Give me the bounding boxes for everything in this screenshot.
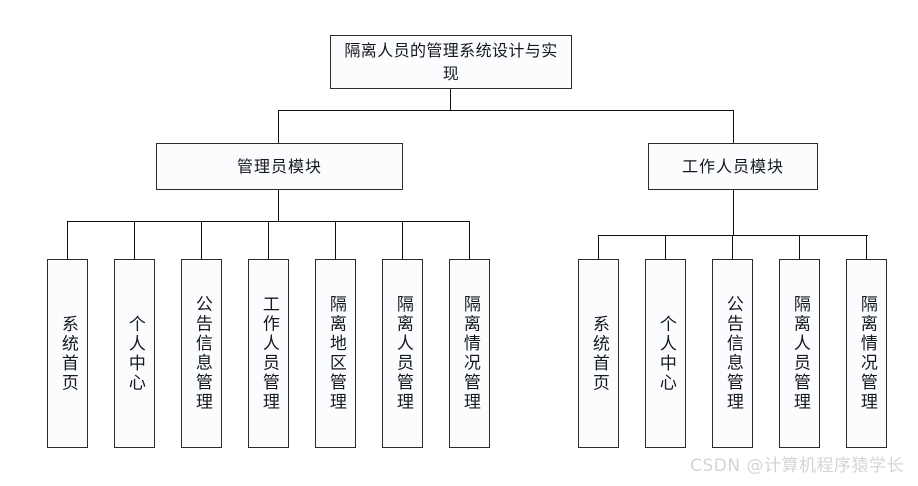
module-node-admin: 管理员模块 <box>156 143 403 190</box>
leaf-node-admin-person-mgmt: 隔离人员管理 <box>382 259 423 448</box>
leaf-node-staff-home: 系统首页 <box>578 259 619 448</box>
connector-to-staff-module <box>733 110 734 144</box>
watermark-text: CSDN @计算机程序猿学长 <box>690 456 904 476</box>
leaf-node-admin-status-mgmt: 隔离情况管理 <box>449 259 490 448</box>
module-node-staff-label: 工作人员模块 <box>681 156 784 176</box>
connector-level1-bus <box>278 110 734 111</box>
connector-staff-stem <box>733 190 734 236</box>
leaf-node-staff-status-mgmt-label: 隔离情况管理 <box>856 295 877 412</box>
root-node-label: 隔离人员的管理系统设计与实现 <box>344 40 558 83</box>
connector-staff-drop-5 <box>866 235 867 259</box>
module-node-staff: 工作人员模块 <box>648 143 818 190</box>
leaf-node-admin-staff-mgmt: 工作人员管理 <box>248 259 289 448</box>
leaf-node-staff-notice-mgmt-label: 公告信息管理 <box>722 295 743 412</box>
leaf-node-admin-area-mgmt-label: 隔离地区管理 <box>325 295 346 412</box>
connector-admin-drop-6 <box>402 221 403 259</box>
connector-admin-stem <box>278 190 279 222</box>
leaf-node-staff-personal-center-label: 个人中心 <box>655 314 676 393</box>
leaf-node-staff-notice-mgmt: 公告信息管理 <box>712 259 753 448</box>
leaf-node-staff-personal-center: 个人中心 <box>645 259 686 448</box>
connector-to-admin-module <box>278 110 279 144</box>
leaf-node-staff-status-mgmt: 隔离情况管理 <box>846 259 887 448</box>
leaf-node-admin-home: 系统首页 <box>47 259 88 448</box>
leaf-node-staff-person-mgmt-label: 隔离人员管理 <box>789 295 810 412</box>
leaf-node-admin-status-mgmt-label: 隔离情况管理 <box>459 295 480 412</box>
leaf-node-admin-notice-mgmt-label: 公告信息管理 <box>191 295 212 412</box>
connector-admin-drop-7 <box>469 221 470 259</box>
module-node-admin-label: 管理员模块 <box>236 156 322 176</box>
leaf-node-admin-area-mgmt: 隔离地区管理 <box>315 259 356 448</box>
leaf-node-admin-personal-center-label: 个人中心 <box>124 314 145 393</box>
connector-staff-drop-1 <box>598 235 599 259</box>
leaf-node-admin-staff-mgmt-label: 工作人员管理 <box>258 295 279 412</box>
leaf-node-admin-person-mgmt-label: 隔离人员管理 <box>392 295 413 412</box>
connector-admin-drop-4 <box>268 221 269 259</box>
connector-root-stem <box>450 89 451 111</box>
connector-admin-drop-1 <box>67 221 68 259</box>
connector-staff-drop-3 <box>732 235 733 259</box>
connector-staff-drop-4 <box>799 235 800 259</box>
leaf-node-admin-notice-mgmt: 公告信息管理 <box>181 259 222 448</box>
connector-admin-drop-5 <box>335 221 336 259</box>
connector-staff-bus <box>598 235 868 236</box>
leaf-node-admin-personal-center: 个人中心 <box>114 259 155 448</box>
connector-admin-drop-2 <box>134 221 135 259</box>
connector-staff-drop-2 <box>665 235 666 259</box>
leaf-node-staff-home-label: 系统首页 <box>588 314 609 393</box>
connector-admin-drop-3 <box>201 221 202 259</box>
root-node: 隔离人员的管理系统设计与实现 <box>330 35 572 89</box>
leaf-node-admin-home-label: 系统首页 <box>57 314 78 393</box>
leaf-node-staff-person-mgmt: 隔离人员管理 <box>779 259 820 448</box>
